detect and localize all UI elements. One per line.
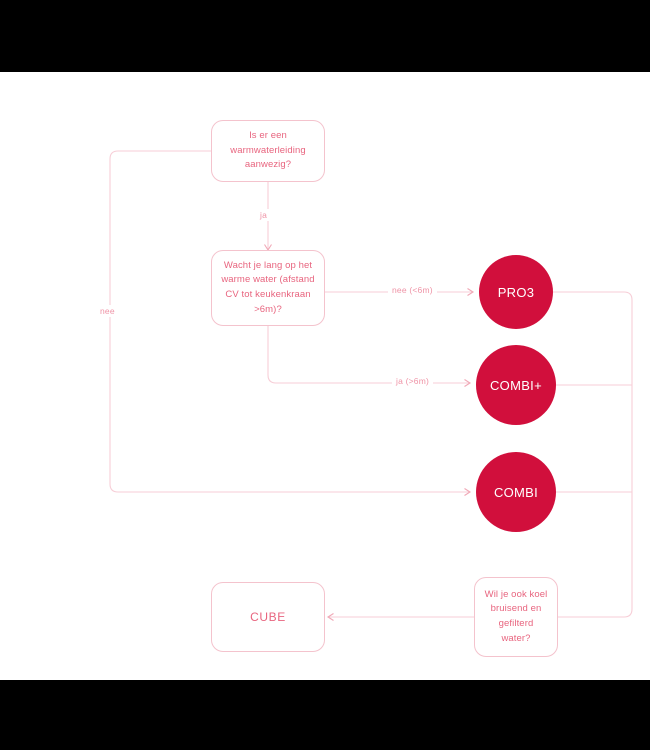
edge-label-ja: ja xyxy=(256,209,272,221)
question-bruisend-water[interactable]: Wil je ook koel bruisend en gefilterd wa… xyxy=(474,577,558,657)
result-combi-label: COMBI xyxy=(493,484,539,500)
edge-label-nee: nee xyxy=(96,305,119,317)
question-wachttijd-label: Wacht je lang op het warme water (afstan… xyxy=(221,259,315,315)
question-warmwaterleiding-label: Is er een warmwaterleiding aanwezig? xyxy=(230,129,306,171)
edge-nee-arrowhead xyxy=(464,488,472,496)
edge-label-nee-under-6m: nee (<6m) xyxy=(388,284,437,296)
result-cube-label: CUBE xyxy=(250,609,286,624)
edge-label-ja-over-6m: ja (>6m) xyxy=(392,375,434,387)
edge-nee6m-arrowhead xyxy=(467,288,475,296)
result-cube[interactable]: CUBE xyxy=(211,582,325,652)
result-combi-plus[interactable]: COMBI+ xyxy=(476,345,556,425)
result-pro3[interactable]: PRO3 xyxy=(479,255,553,329)
edge-nee-line xyxy=(109,150,470,493)
question-bruisend-water-label: Wil je ook koel bruisend en gefilterd wa… xyxy=(484,588,548,644)
question-warmwaterleiding[interactable]: Is er een warmwaterleiding aanwezig? xyxy=(211,120,325,182)
result-pro3-label: PRO3 xyxy=(497,284,535,300)
edge-ja6m-line xyxy=(267,326,470,384)
result-combi[interactable]: COMBI xyxy=(476,452,556,532)
flowchart-canvas: Is er een warmwaterleiding aanwezig? Wac… xyxy=(0,72,650,680)
edge-ja6m-arrowhead xyxy=(464,379,472,387)
edge-bruisend-cube-arrowhead xyxy=(326,613,334,621)
question-wachttijd[interactable]: Wacht je lang op het warme water (afstan… xyxy=(211,250,325,326)
result-combi-plus-label: COMBI+ xyxy=(489,377,542,393)
edge-pro3-out-line xyxy=(553,291,633,618)
